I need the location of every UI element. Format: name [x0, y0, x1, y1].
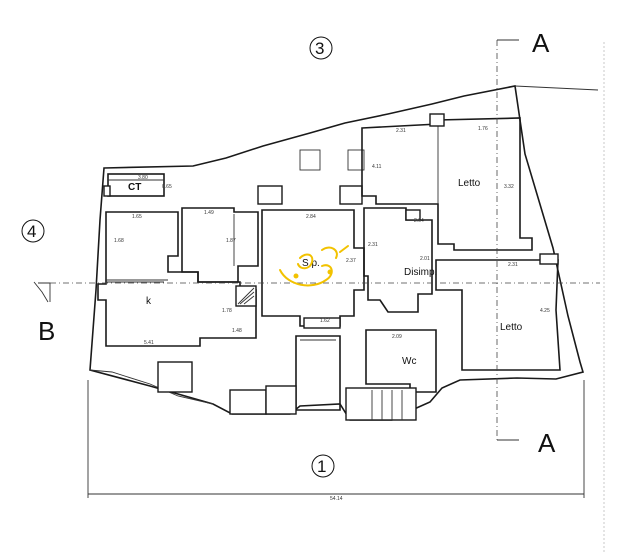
courtyard-line: [89, 369, 214, 405]
dim-disimp-w: 2.31: [368, 242, 378, 248]
room-letto-bottom: [435, 259, 561, 371]
steps-left-2: [265, 385, 297, 415]
side-1-label: 1: [317, 457, 326, 476]
side-1-circle: [311, 454, 335, 478]
outbuilding: [157, 361, 193, 393]
section-a-top-label: A: [532, 28, 550, 58]
stair-diag-2: [239, 291, 255, 305]
sp-pillar-right: [339, 185, 363, 205]
room-ct-label: CT: [128, 182, 141, 193]
dim-k-w: 1.65: [132, 214, 142, 220]
overall-dimension: 54.14: [330, 496, 343, 502]
section-b-label: B: [38, 316, 55, 346]
ct-door-jamb: [103, 185, 111, 197]
dim-disimp-h: 2.64: [414, 218, 424, 224]
dim-k-small: 1.78: [222, 308, 232, 314]
a-leader-top: [514, 85, 599, 91]
sp-pillar-left: [257, 185, 283, 205]
dim-letto-bottom-h: 4.25: [540, 308, 550, 314]
room-k-label: k: [146, 296, 152, 307]
dim-wc-w: 2.09: [392, 334, 402, 340]
room-letto-bottom-label: Letto: [500, 322, 523, 333]
dim-k-small2: 1.48: [232, 328, 242, 334]
chimney-left: [299, 149, 321, 171]
dim-ct-h: 0.65: [162, 184, 172, 190]
disimp-door: [405, 209, 421, 221]
side-3-circle: [309, 36, 333, 60]
stair-diag-3: [243, 295, 255, 305]
side-4-label: 4: [27, 222, 36, 241]
room-letto-top-label: Letto: [458, 178, 481, 189]
section-a-bottom-label: A: [538, 428, 556, 458]
section-b-arrow: [38, 282, 51, 302]
letto-top-window: [429, 113, 445, 127]
room-k: [97, 211, 257, 347]
room-sp: [261, 209, 365, 327]
dim-k-bottom: 5.41: [144, 340, 154, 346]
steps-right: [345, 387, 417, 421]
room-wc-label: Wc: [402, 356, 416, 367]
dim-mid-h: 1.87: [226, 238, 236, 244]
section-b-tick: [33, 281, 49, 303]
dim-sp-h: 2.37: [346, 258, 356, 264]
entry-corridor: [295, 335, 341, 411]
sp-threshold: [303, 317, 341, 329]
room-disimp-label: Disimp.: [404, 267, 437, 278]
room-mid: [181, 207, 259, 283]
dim-letto-bottom-w: 2.31: [508, 262, 518, 268]
steps-left: [229, 389, 267, 415]
dim-k-h: 1.68: [114, 238, 124, 244]
dim-letto-top-w: 2.31: [396, 128, 406, 134]
dim-mid-w: 1.49: [204, 210, 214, 216]
side-3-label: 3: [315, 39, 324, 58]
dim-letto-top-h: 4.11: [372, 164, 382, 170]
dim-ct-w: 3.80: [138, 175, 148, 181]
stair-diag-1: [237, 287, 255, 305]
room-ct: [107, 173, 165, 197]
dim-corridor: 1.62: [320, 318, 330, 324]
dim-sp-w: 2.84: [306, 214, 316, 220]
dim-letto-top-h2: 3.32: [504, 184, 514, 190]
dim-letto-top-w2: 1.76: [478, 126, 488, 132]
room-letto-top: [361, 117, 533, 251]
chimney-right: [347, 149, 365, 171]
side-4-circle: [21, 219, 45, 243]
building-outline: [89, 85, 585, 421]
letto-bottom-door: [539, 253, 559, 265]
dim-disimp-h2: 2.01: [420, 256, 430, 262]
watermark-logo: [279, 245, 349, 287]
